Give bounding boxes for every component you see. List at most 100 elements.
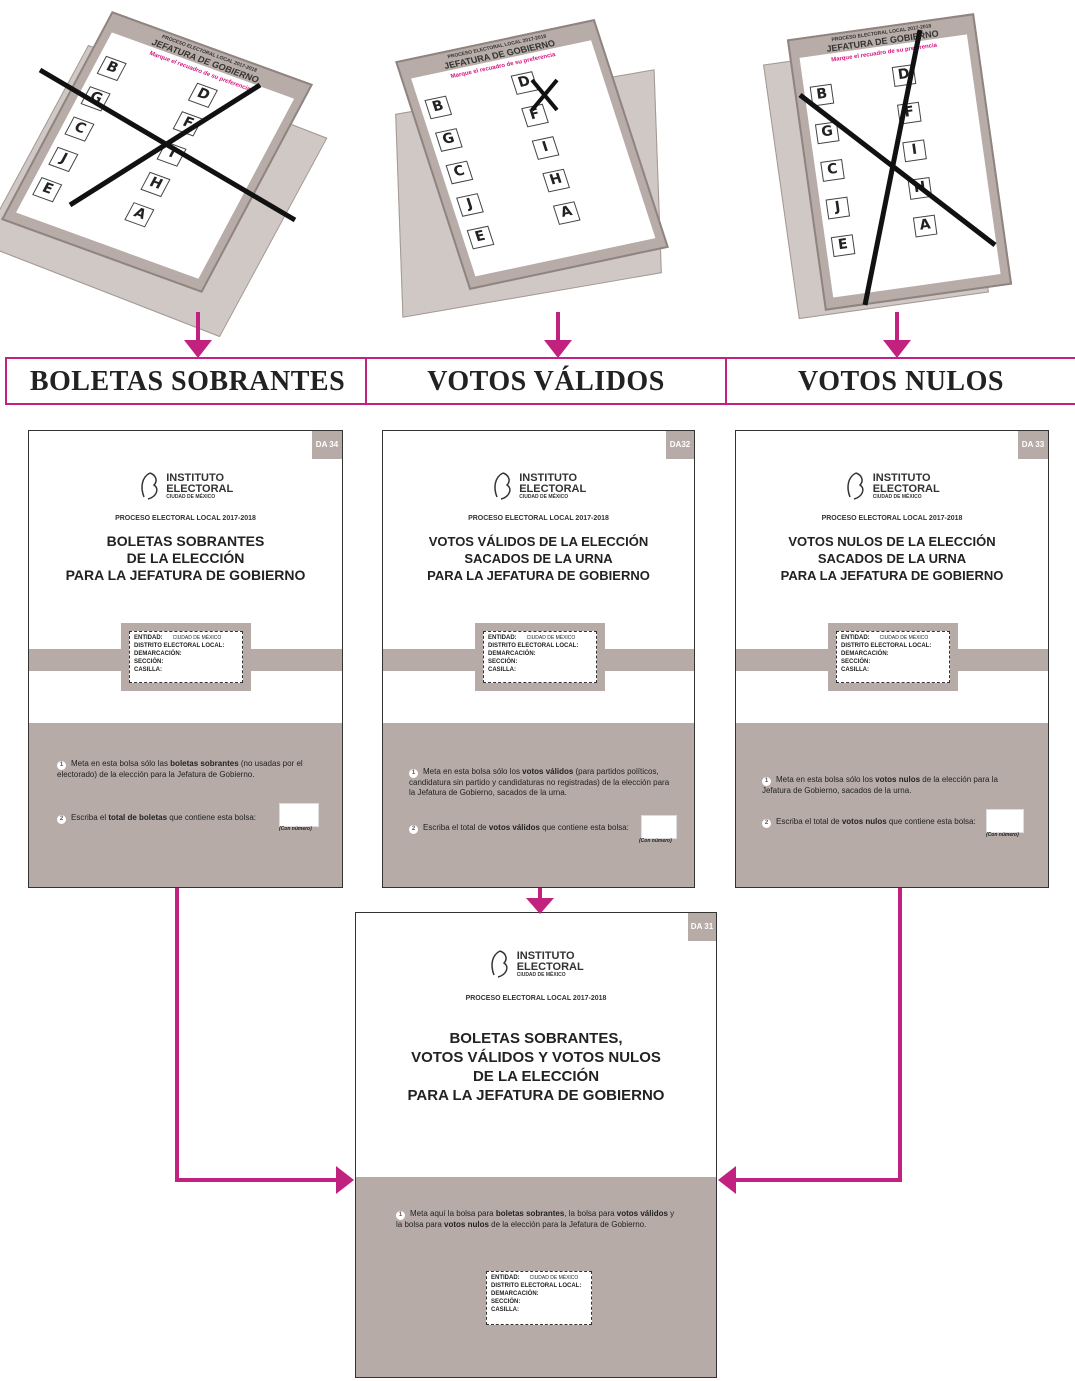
- total-input-box[interactable]: [641, 815, 677, 839]
- process-label: PROCESO ELECTORAL LOCAL 2017-2018: [465, 995, 607, 1002]
- step-number-2: 2: [762, 819, 771, 828]
- iecm-logo: INSTITUTO ELECTORAL CIUDAD DE MÉXICO: [383, 471, 694, 501]
- id-fields: ENTIDAD: CIUDAD DE MÉXICO DISTRITO ELECTO…: [129, 631, 243, 683]
- logo-text: INSTITUTO ELECTORAL CIUDAD DE MÉXICO: [516, 950, 584, 978]
- ballot-stack-validos: PROCESO ELECTORAL LOCAL 2017-2018 JEFATU…: [395, 15, 675, 318]
- bag-title: VOTOS VÁLIDOS DE LA ELECCIÓN SACADOS DE …: [427, 534, 650, 583]
- logo-line: ELECTORAL: [516, 960, 584, 973]
- logo-line: CIUDAD DE MÉXICO: [519, 493, 569, 500]
- logo-line: INSTITUTO: [872, 471, 931, 484]
- logo-line: CIUDAD DE MÉXICO: [166, 493, 216, 500]
- arrow-line: [736, 1178, 902, 1182]
- arrow-line: [898, 888, 902, 1182]
- field-casilla: CASILLA:: [488, 667, 516, 673]
- process-label: PROCESO ELECTORAL LOCAL 2017-2018: [821, 515, 963, 522]
- step-number-1: 1: [396, 1211, 405, 1220]
- logo-icon: [141, 472, 158, 500]
- header-votos-validos: VOTOS VÁLIDOS: [427, 366, 665, 397]
- con-numero-label: (Con número): [639, 838, 672, 844]
- logo-text: INSTITUTO ELECTORAL CIUDAD DE MÉXICO: [519, 472, 587, 500]
- field-seccion: SECCIÓN:: [488, 659, 518, 665]
- logo-line: INSTITUTO: [166, 471, 225, 484]
- arrow-right-icon: [336, 1166, 354, 1194]
- step-number-2: 2: [57, 815, 66, 824]
- iecm-logo: INSTITUTO ELECTORAL CIUDAD DE MÉXICO: [356, 949, 716, 979]
- step-number-1: 1: [762, 777, 771, 786]
- arrow-line: [196, 312, 200, 348]
- field-distrito: DISTRITO ELECTORAL LOCAL:: [488, 643, 579, 649]
- category-header-bar: [5, 357, 1075, 405]
- field-seccion: SECCIÓN:: [134, 659, 164, 665]
- logo-icon: [494, 472, 511, 500]
- field-demarcacion: DEMARCACIÓN:: [491, 1291, 539, 1297]
- step-number-2: 2: [409, 825, 418, 834]
- bag-code: DA32: [666, 431, 694, 459]
- field-seccion: SECCIÓN:: [491, 1299, 521, 1305]
- con-numero-label: (Con número): [279, 826, 312, 832]
- field-entidad: ENTIDAD:: [488, 635, 517, 641]
- iecm-logo: INSTITUTO ELECTORAL CIUDAD DE MÉXICO: [736, 471, 1048, 501]
- logo-text: INSTITUTO ELECTORAL CIUDAD DE MÉXICO: [166, 471, 234, 500]
- logo-line: ELECTORAL: [519, 482, 587, 495]
- ballot-stack-sobrantes: PROCESO ELECTORAL LOCAL 2017-2018 JEFATU…: [0, 11, 328, 338]
- field-entidad-value: CIUDAD DE MÉXICO: [879, 635, 929, 641]
- header-votos-nulos: VOTOS NULOS: [798, 366, 1004, 397]
- step-number-1: 1: [409, 769, 418, 778]
- field-casilla: CASILLA:: [841, 667, 869, 673]
- divider: [365, 357, 367, 405]
- logo-line: ELECTORAL: [872, 482, 940, 495]
- bag-title: BOLETAS SOBRANTES, VOTOS VÁLIDOS Y VOTOS…: [407, 1030, 665, 1104]
- logo-icon: [491, 950, 508, 978]
- id-box: ENTIDAD: CIUDAD DE MÉXICO DISTRITO ELECTO…: [828, 623, 958, 691]
- arrow-line: [538, 888, 542, 900]
- field-entidad-value: CIUDAD DE MÉXICO: [526, 635, 576, 641]
- arrow-down-icon: [544, 340, 572, 358]
- field-entidad: ENTIDAD:: [134, 635, 163, 641]
- bag-da31: DA 31 INSTITUTO ELECTORAL CIUDAD DE MÉXI…: [355, 912, 717, 1378]
- total-input-box[interactable]: [279, 803, 319, 827]
- id-fields: ENTIDAD: CIUDAD DE MÉXICO DISTRITO ELECTO…: [836, 631, 950, 683]
- bag-da34: DA 34 INSTITUTO ELECTORAL CIUDAD DE MÉXI…: [28, 430, 343, 888]
- field-demarcacion: DEMARCACIÓN:: [134, 651, 182, 657]
- total-input-box[interactable]: [986, 809, 1024, 833]
- vote-mark-icon: [530, 78, 559, 112]
- field-demarcacion: DEMARCACIÓN:: [841, 651, 889, 657]
- field-casilla: CASILLA:: [134, 667, 162, 673]
- ballot-stack-nulos: PROCESO ELECTORAL LOCAL 2017-2018 JEFATU…: [763, 10, 1020, 320]
- logo-line: ELECTORAL: [166, 482, 234, 495]
- logo-text: INSTITUTO ELECTORAL CIUDAD DE MÉXICO: [872, 471, 940, 500]
- field-distrito: DISTRITO ELECTORAL LOCAL:: [134, 643, 225, 649]
- bag-title: VOTOS NULOS DE LA ELECCIÓN SACADOS DE LA…: [780, 534, 1004, 583]
- cross-out-icon: [798, 29, 997, 306]
- header-boletas-sobrantes: BOLETAS SOBRANTES: [29, 366, 346, 397]
- process-label: PROCESO ELECTORAL LOCAL 2017-2018: [115, 515, 256, 522]
- arrow-line: [175, 1178, 340, 1182]
- field-distrito: DISTRITO ELECTORAL LOCAL:: [491, 1283, 582, 1289]
- arrow-left-icon: [718, 1166, 736, 1194]
- divider: [725, 357, 727, 405]
- field-entidad-value: CIUDAD DE MÉXICO: [172, 635, 222, 641]
- id-fields: ENTIDAD:CIUDAD DE MÉXICO DISTRITO ELECTO…: [486, 1271, 592, 1325]
- id-box: ENTIDAD: CIUDAD DE MÉXICO DISTRITO ELECTO…: [475, 623, 605, 691]
- arrow-down-icon: [526, 898, 554, 914]
- field-entidad: ENTIDAD:: [491, 1275, 520, 1281]
- logo-line: CIUDAD DE MÉXICO: [516, 971, 566, 978]
- bag-code: DA 33: [1018, 431, 1048, 459]
- bag-title: BOLETAS SOBRANTES DE LA ELECCIÓN PARA LA…: [65, 533, 306, 583]
- field-casilla: CASILLA:: [491, 1307, 519, 1313]
- field-distrito: DISTRITO ELECTORAL LOCAL:: [841, 643, 932, 649]
- field-entidad: ENTIDAD:: [841, 635, 870, 641]
- field-demarcacion: DEMARCACIÓN:: [488, 651, 536, 657]
- arrow-line: [556, 312, 560, 348]
- arrow-down-icon: [883, 340, 911, 358]
